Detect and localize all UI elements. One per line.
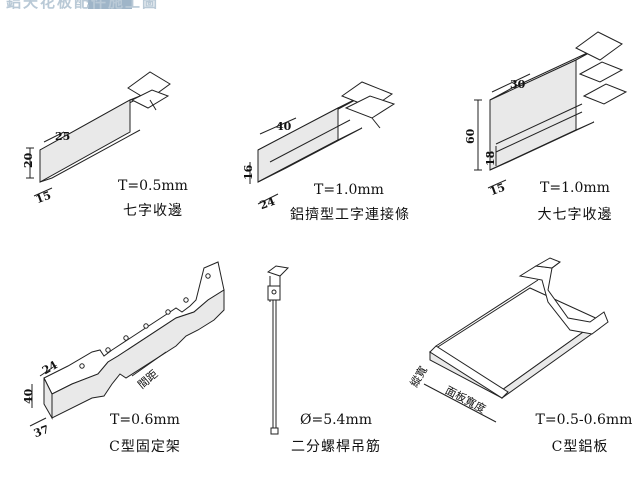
name-5: 二分螺桿吊筋 <box>291 439 381 455</box>
dim-1-width: 25 <box>55 130 71 143</box>
name-4: C型固定架 <box>109 439 181 455</box>
spec-3: T=1.0mm <box>540 180 610 196</box>
header-banner: 鋁天花板配件施工圖 <box>0 0 360 20</box>
dim-3-width: 30 <box>510 78 526 91</box>
header-badge <box>88 0 132 9</box>
spec-5: Ø=5.4mm <box>299 412 373 428</box>
dim-2-width: 40 <box>276 120 292 133</box>
spec-1: T=0.5mm <box>118 178 188 194</box>
name-2: 鋁擠型工字連接條 <box>290 207 410 223</box>
spec-4: T=0.6mm <box>110 412 180 428</box>
name-1: 七字收邊 <box>123 203 183 219</box>
spec-6: T=0.5-0.6mm <box>535 412 633 428</box>
name-3: 大七字收邊 <box>537 207 613 223</box>
name-6: C型鋁板 <box>551 439 609 455</box>
spec-2: T=1.0mm <box>314 182 384 198</box>
header-text: 鋁天花板配件施工圖 <box>6 0 160 11</box>
